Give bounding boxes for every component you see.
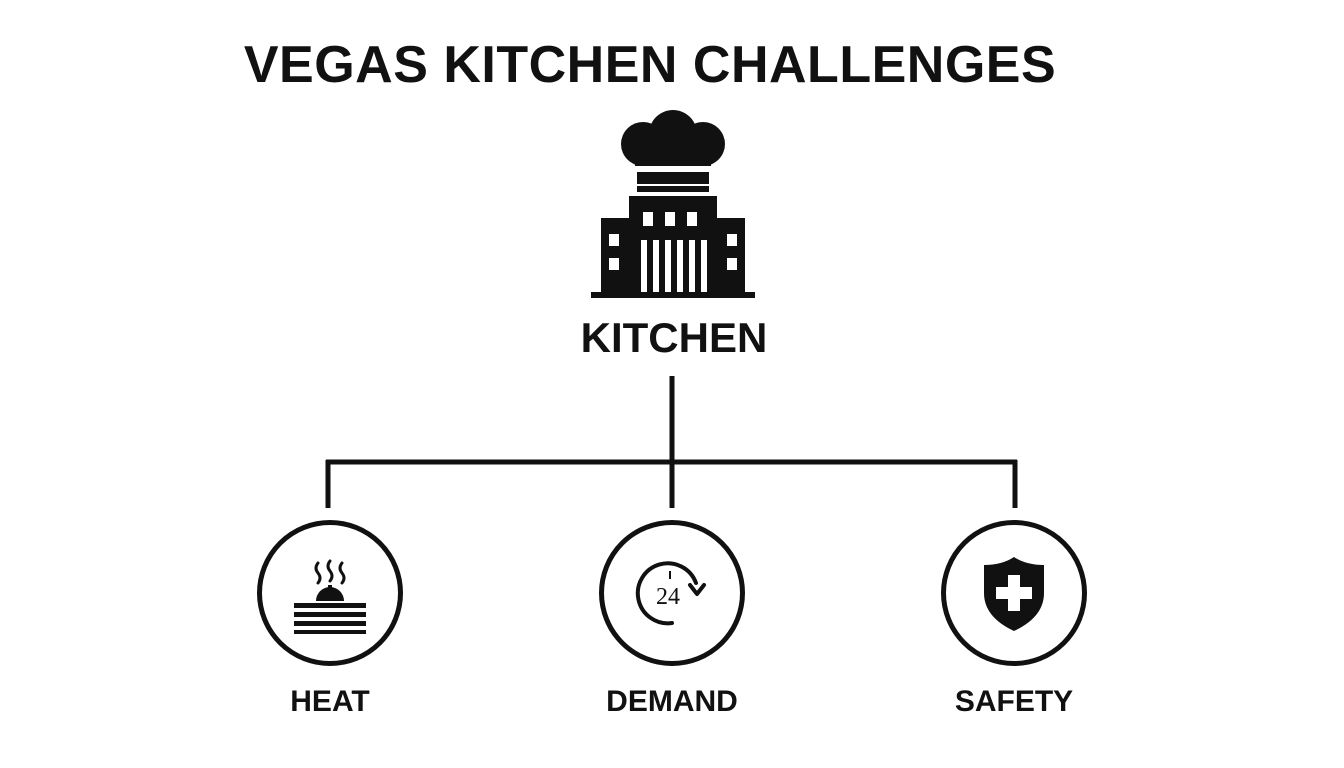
node-safety: SAFETY xyxy=(914,520,1114,722)
node-heat: HEAT xyxy=(230,520,430,722)
demand-circle: 24 xyxy=(599,520,745,666)
safety-circle xyxy=(941,520,1087,666)
node-label-heat: HEAT xyxy=(290,685,370,718)
diagram-title: VEGAS KITCHEN CHALLENGES xyxy=(243,36,1057,94)
node-demand: 24 DEMAND xyxy=(572,520,772,722)
chef-hat-building-icon xyxy=(591,110,755,298)
shield-cross-icon xyxy=(984,557,1044,631)
clock-24-text: 24 xyxy=(656,584,680,610)
node-label-demand: DEMAND xyxy=(606,685,738,718)
heat-circle xyxy=(257,520,403,666)
root-label: KITCHEN xyxy=(580,314,768,361)
steaming-dish-icon xyxy=(294,559,366,634)
clock-24-icon: 24 xyxy=(635,561,706,626)
node-label-safety: SAFETY xyxy=(954,685,1074,718)
